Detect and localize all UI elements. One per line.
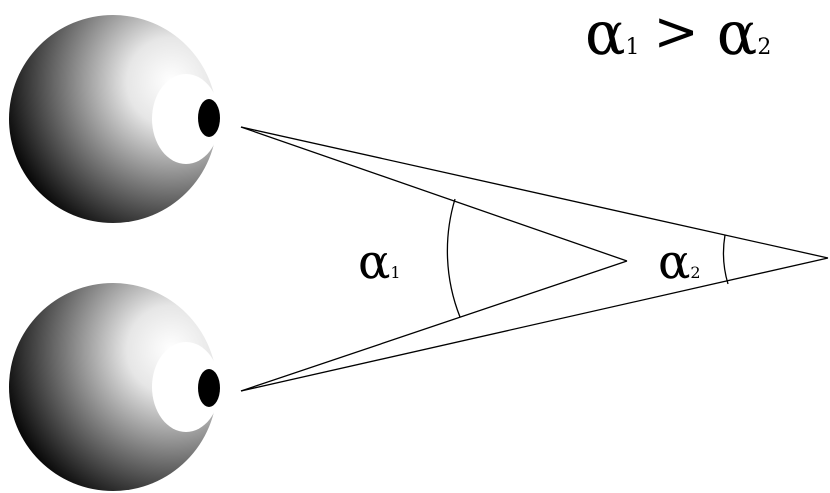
alpha1-arc (446, 198, 461, 318)
formula-left-subscript: 1 (625, 35, 640, 60)
formula-relation: > (653, 0, 699, 63)
angle-comparison-formula: α1>α2 (585, 4, 771, 64)
alpha2-symbol: α (658, 234, 691, 290)
bottom-eyeball (9, 283, 217, 491)
top-sightline-far (240, 126, 829, 259)
bottom-eye-white (152, 342, 220, 432)
formula-right-subscript: 2 (757, 35, 772, 60)
bottom-sightline-far (240, 257, 829, 392)
alpha2-arc (722, 234, 729, 285)
top-eye-white (152, 74, 220, 164)
bottom-eye (9, 283, 220, 491)
formula-right-symbol: α (716, 0, 758, 69)
alpha2-subscript: 2 (690, 263, 701, 282)
top-sightline-near (240, 126, 628, 262)
top-eye (9, 15, 220, 223)
alpha1-subscript: 1 (390, 263, 401, 282)
alpha2-label: α2 (658, 238, 701, 286)
bottom-sightline-near (240, 260, 628, 392)
alpha1-label: α1 (358, 238, 401, 286)
top-pupil (198, 99, 220, 137)
bottom-pupil (198, 369, 220, 407)
top-eyeball (9, 15, 217, 223)
alpha1-symbol: α (358, 234, 391, 290)
formula-left-symbol: α (585, 0, 626, 69)
